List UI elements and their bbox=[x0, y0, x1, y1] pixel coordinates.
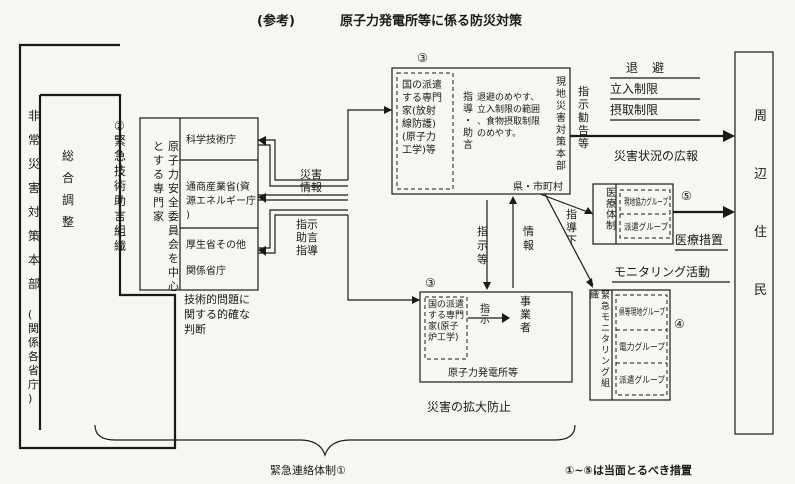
liaison-brace bbox=[94, 424, 576, 457]
plant-operator-text: 事業者 bbox=[520, 295, 531, 334]
monitoring-title: モニタリング活動 bbox=[614, 265, 710, 279]
instruct-guidance-label: 指導下 bbox=[566, 207, 577, 247]
arrow-icon bbox=[584, 207, 593, 214]
link-to-plant bbox=[347, 215, 420, 301]
advisory-row-1: 科学技術庁 bbox=[186, 133, 236, 146]
instruct-recommend-label: 指示勧告等 bbox=[578, 84, 589, 150]
local-experts-box bbox=[396, 72, 454, 190]
to-medical-line bbox=[539, 193, 594, 215]
judgment-label: 技術的問題に関する的確な判断 bbox=[184, 292, 250, 336]
disaster-info-label: 災害情報 bbox=[300, 167, 322, 194]
advisory-row-4: 関係省庁 bbox=[186, 264, 226, 277]
instruct-advice-label: 指示助言指導 bbox=[296, 217, 318, 257]
hq-label: 非常災害対策本部 bbox=[28, 109, 40, 291]
liaison-label: 緊急連絡体制① bbox=[270, 463, 346, 477]
monitoring-group-3: 派遣グループ bbox=[619, 374, 665, 386]
plant-experts-box bbox=[424, 296, 468, 360]
arrow-icon bbox=[723, 130, 735, 142]
plant-box bbox=[419, 291, 573, 383]
arrow-icon bbox=[502, 313, 510, 323]
hq-sub-label: (関係各省庁) bbox=[28, 308, 39, 405]
pref-label: 県・市町村 bbox=[513, 180, 563, 193]
public-info-label: 災害状況の広報 bbox=[614, 148, 698, 163]
monitoring-groups-box bbox=[615, 294, 668, 396]
link-to-local bbox=[347, 109, 392, 180]
advisory-link-arrows bbox=[258, 136, 348, 256]
hq-side-label: 総合調整 bbox=[62, 149, 74, 229]
arrow-icon bbox=[509, 196, 517, 204]
action-1: 退避 bbox=[626, 61, 678, 75]
medical-num: ⑤ bbox=[681, 189, 692, 203]
advisory-row-2: 通商産業省(資源エネルギー庁) bbox=[186, 180, 256, 221]
local-hq-box bbox=[391, 67, 571, 195]
advisory-row-3: 厚生省その他 bbox=[186, 238, 246, 251]
medical-group-1: 現地協力グループ bbox=[624, 196, 668, 208]
title-prefix: (参考) bbox=[257, 13, 295, 29]
residents-vertical: 周辺住民 bbox=[754, 109, 767, 298]
monitoring-vertical: 緊急モニタリング組織 bbox=[590, 289, 610, 389]
local-measures-text: 退避のめやす、立入制限の範囲、食物摂取制限のめやす。 bbox=[477, 91, 540, 139]
footnote: ①~⑤は当面とるべき措置 bbox=[565, 463, 692, 477]
advisory-box bbox=[139, 117, 259, 291]
monitoring-num: ④ bbox=[674, 317, 685, 331]
plant-instruct-label: 指示 bbox=[480, 302, 490, 326]
page-title: 原子力発電所等に係る防災対策 bbox=[340, 13, 523, 29]
monitoring-group-1: 県等現地グループ bbox=[619, 306, 665, 318]
hq-vertical-side: 総合調整 bbox=[62, 149, 74, 229]
medical-group-2: 派遣グループ bbox=[624, 221, 668, 233]
local-experts-text: 国の派遣する専門家(放射線防護)(原子力工学)等 bbox=[402, 78, 442, 156]
advisory-center-vertical: 原子力安全委員会を中心とする専門家 bbox=[153, 140, 179, 293]
hq-vertical-sub: (関係各省庁) bbox=[28, 308, 39, 405]
instruct-etc-label: 指示等 bbox=[477, 224, 488, 266]
plant-label: 原子力発電所等 bbox=[448, 366, 518, 379]
plant-num: ③ bbox=[425, 276, 436, 290]
arrow-icon bbox=[384, 106, 392, 114]
info-label: 情報 bbox=[523, 225, 534, 252]
guidance-advice-label: 指導・助言 bbox=[463, 90, 473, 151]
hq-vertical-label: 非常災害対策本部 bbox=[28, 109, 40, 291]
to-monitoring-line bbox=[544, 193, 594, 286]
medical-action: 医療措置 bbox=[675, 233, 723, 247]
medical-box bbox=[592, 183, 674, 245]
arrow-icon bbox=[412, 296, 420, 304]
medical-vertical: 医療体制 bbox=[606, 187, 616, 232]
monitoring-box bbox=[589, 289, 671, 401]
monitoring-group-2: 電力グループ bbox=[619, 341, 665, 353]
arrow-icon bbox=[723, 206, 735, 218]
arrow-icon bbox=[483, 282, 491, 290]
action-2: 立入制限 bbox=[610, 81, 658, 96]
local-hq-label: 現地災害対策本部 bbox=[556, 76, 566, 172]
hq-frame bbox=[18, 43, 177, 450]
action-3: 摂取制限 bbox=[610, 102, 658, 117]
residents-box bbox=[734, 51, 774, 435]
plant-experts-text: 国の派遣する専門家(原子炉工学) bbox=[428, 298, 464, 343]
prevent-label: 災害の拡大防止 bbox=[427, 399, 511, 414]
local-hq-num: ③ bbox=[417, 51, 428, 65]
arrow-icon bbox=[586, 278, 593, 288]
